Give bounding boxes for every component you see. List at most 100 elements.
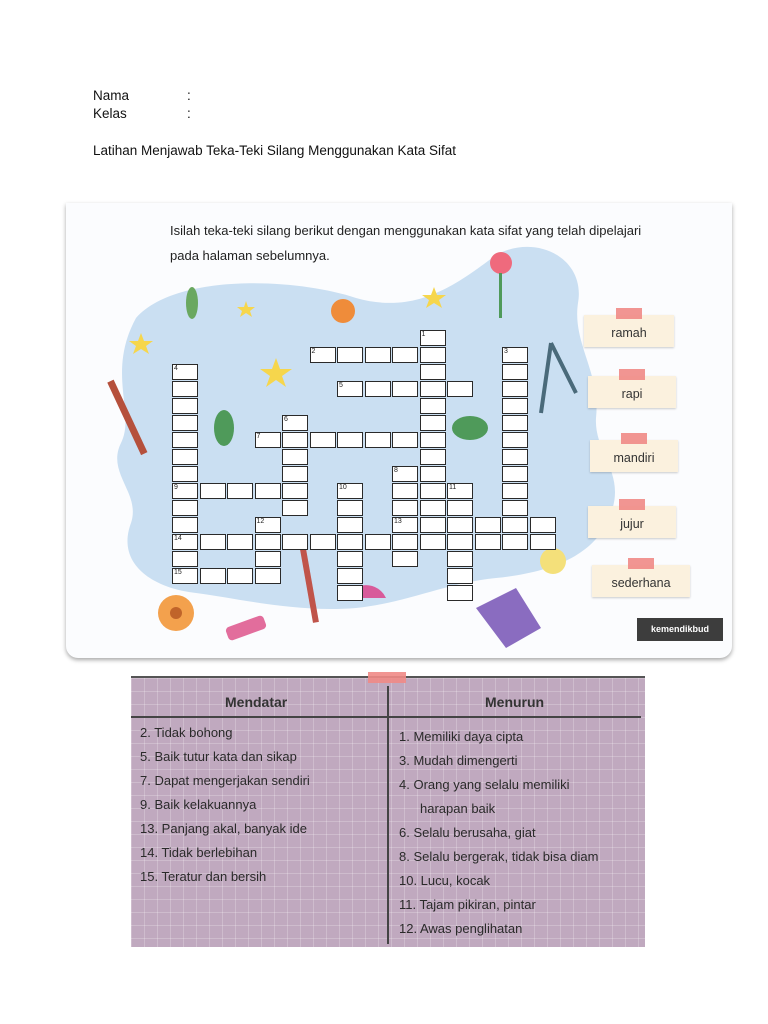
crossword-cell[interactable] xyxy=(172,551,198,567)
crossword-cell[interactable] xyxy=(227,534,253,550)
crossword-cell[interactable] xyxy=(337,347,363,363)
crossword-cell[interactable] xyxy=(502,415,528,431)
crossword-cell[interactable] xyxy=(337,551,363,567)
crossword-cell[interactable] xyxy=(309,534,336,550)
crossword-cell[interactable] xyxy=(419,398,446,414)
crossword-cell[interactable] xyxy=(502,398,528,414)
crossword-cell[interactable] xyxy=(447,568,473,584)
crossword-cell[interactable] xyxy=(282,432,308,448)
crossword-cell[interactable] xyxy=(419,534,446,550)
crossword-cell[interactable] xyxy=(392,517,418,533)
crossword-cell[interactable] xyxy=(337,483,363,499)
crossword-cell[interactable] xyxy=(309,347,336,363)
crossword-cell[interactable] xyxy=(392,466,418,482)
crossword-cell[interactable] xyxy=(172,415,198,431)
crossword-cell[interactable] xyxy=(172,534,198,550)
crossword-cell[interactable] xyxy=(282,415,308,431)
crossword-cell[interactable] xyxy=(419,449,446,465)
crossword-cell[interactable] xyxy=(419,432,446,448)
crossword-cell[interactable] xyxy=(337,534,363,550)
crossword-cell[interactable] xyxy=(282,483,308,499)
crossword-cell[interactable] xyxy=(309,432,336,448)
crossword-cell[interactable] xyxy=(227,483,253,499)
cell-number: 8 xyxy=(394,467,398,474)
crossword-cell[interactable] xyxy=(337,568,363,584)
crossword-cell[interactable] xyxy=(502,517,528,533)
crossword-cell[interactable] xyxy=(392,432,418,448)
crossword-cell[interactable] xyxy=(447,551,473,567)
crossword-cell[interactable] xyxy=(502,364,528,380)
crossword-cell[interactable] xyxy=(502,534,528,550)
crossword-cell[interactable] xyxy=(172,517,198,533)
crossword-cell[interactable] xyxy=(172,466,198,482)
crossword-cell[interactable] xyxy=(502,466,528,482)
crossword-cell[interactable] xyxy=(172,432,198,448)
crossword-cell[interactable] xyxy=(502,449,528,465)
crossword-cell[interactable] xyxy=(419,415,446,431)
crossword-cell[interactable] xyxy=(419,466,446,482)
crossword-cell[interactable] xyxy=(419,364,446,380)
crossword-cell[interactable] xyxy=(529,534,556,550)
crossword-cell[interactable] xyxy=(502,381,528,397)
crossword-cell[interactable] xyxy=(447,534,473,550)
crossword-cell[interactable] xyxy=(447,500,473,516)
crossword-cell[interactable] xyxy=(282,534,308,550)
crossword-cell[interactable] xyxy=(364,534,391,550)
divider xyxy=(131,716,641,718)
crossword-cell[interactable] xyxy=(419,483,446,499)
clue-down: harapan baik xyxy=(420,801,496,816)
crossword-cell[interactable] xyxy=(254,517,281,533)
crossword-cell[interactable] xyxy=(529,517,556,533)
crossword-cell[interactable] xyxy=(474,517,501,533)
crossword-cell[interactable] xyxy=(172,449,198,465)
crossword-cell[interactable] xyxy=(172,500,198,516)
crossword-cell[interactable] xyxy=(502,483,528,499)
clue-across: 7. Dapat mengerjakan sendiri xyxy=(140,773,310,788)
crossword-cell[interactable] xyxy=(447,585,473,601)
crossword-cell[interactable] xyxy=(364,432,391,448)
crossword-cell[interactable] xyxy=(254,551,281,567)
crossword-cell[interactable] xyxy=(419,381,446,397)
crossword-cell[interactable] xyxy=(282,466,308,482)
crossword-cell[interactable] xyxy=(364,381,391,397)
crossword-cell[interactable] xyxy=(254,568,281,584)
crossword-cell[interactable] xyxy=(254,483,281,499)
crossword-cell[interactable] xyxy=(337,381,363,397)
crossword-cell[interactable] xyxy=(282,500,308,516)
crossword-cell[interactable] xyxy=(474,534,501,550)
crossword-cell[interactable] xyxy=(227,568,253,584)
crossword-cell[interactable] xyxy=(419,347,446,363)
crossword-cell[interactable] xyxy=(502,432,528,448)
crossword-cell[interactable] xyxy=(172,568,198,584)
crossword-cell[interactable] xyxy=(337,432,363,448)
crossword-cell[interactable] xyxy=(502,347,528,363)
crossword-cell[interactable] xyxy=(172,398,198,414)
crossword-cell[interactable] xyxy=(392,551,418,567)
crossword-cell[interactable] xyxy=(199,534,226,550)
crossword-cell[interactable] xyxy=(392,381,418,397)
crossword-cell[interactable] xyxy=(447,517,473,533)
crossword-cell[interactable] xyxy=(419,330,446,346)
crossword-cell[interactable] xyxy=(447,483,473,499)
crossword-cell[interactable] xyxy=(254,432,281,448)
crossword-cell[interactable] xyxy=(254,534,281,550)
crossword-cell[interactable] xyxy=(172,381,198,397)
crossword-cell[interactable] xyxy=(337,517,363,533)
crossword-cell[interactable] xyxy=(282,449,308,465)
crossword-cell[interactable] xyxy=(392,534,418,550)
crossword-cell[interactable] xyxy=(392,483,418,499)
crossword-cell[interactable] xyxy=(392,500,418,516)
crossword-cell[interactable] xyxy=(364,347,391,363)
crossword-cell[interactable] xyxy=(199,568,226,584)
crossword-cell[interactable] xyxy=(502,500,528,516)
crossword-cell[interactable] xyxy=(199,483,226,499)
crossword-cell[interactable] xyxy=(172,364,198,380)
crossword-cell[interactable] xyxy=(419,500,446,516)
nama-field: Nama: xyxy=(93,88,191,103)
crossword-cell[interactable] xyxy=(419,517,446,533)
crossword-cell[interactable] xyxy=(337,500,363,516)
crossword-cell[interactable] xyxy=(172,483,198,499)
crossword-cell[interactable] xyxy=(337,585,363,601)
crossword-cell[interactable] xyxy=(392,347,418,363)
crossword-cell[interactable] xyxy=(447,381,473,397)
